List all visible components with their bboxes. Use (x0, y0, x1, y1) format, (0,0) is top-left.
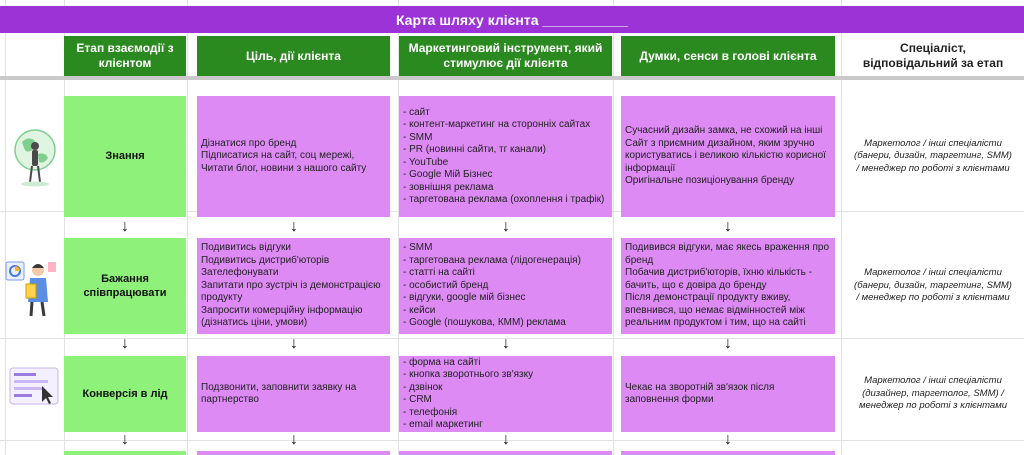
globe-person-illustration (14, 129, 56, 187)
tool-line: - телефонія (403, 406, 458, 418)
thoughts-cell[interactable]: Чекає на зворотній зв'язок після заповне… (621, 356, 835, 432)
down-arrow-icon: ↓ (502, 431, 510, 448)
tool-line: - CRM (403, 394, 432, 405)
grid-line (398, 0, 399, 455)
header-tool[interactable]: Маркетинговий інструмент, який стимулює … (399, 36, 612, 76)
down-arrow-icon: ↓ (290, 335, 298, 352)
conversion-cursor-illustration (9, 367, 59, 405)
tool-line: - кейси (403, 304, 436, 316)
tool-line: - SMM (403, 131, 433, 143)
down-arrow-icon: ↓ (121, 431, 129, 448)
tool-line: - Google Мій Бізнес (403, 169, 493, 180)
specialist-cell[interactable]: Маркетолог / інші спеціалісти (банери, д… (854, 267, 1012, 304)
tool-cell[interactable]: - SMM - таргетована реклама (лідогенерац… (399, 238, 612, 334)
header-specialist[interactable]: Спеціаліст, відповідальний за етап (862, 41, 1004, 70)
goal-line: Подивитись відгуки (201, 242, 291, 254)
goal-line: Подивитись дистриб'юторів (201, 254, 330, 266)
thought-line: Сучасний дизайн замка, не схожий на інші (625, 125, 823, 137)
tool-line: - таргетована реклама (лідогенерація) (403, 254, 581, 266)
thoughts-cell[interactable]: Подивився відгуки, має якесь враження пр… (621, 238, 835, 334)
down-arrow-icon: ↓ (290, 431, 298, 448)
tool-line: - зовнішня реклама (403, 181, 494, 193)
thought-line: Побачив дистриб'юторів, їхню кількість -… (625, 267, 812, 291)
thought-line: Оригінальне позиціонування бренду (625, 175, 795, 187)
header-stage[interactable]: Етап взаємодії з клієнтом (64, 36, 186, 76)
grid-line (5, 0, 6, 455)
tool-line: - кнопка зворотнього зв'язку (403, 369, 534, 380)
goal-cell[interactable]: Дізнатися про бренд Підписатися на сайт,… (197, 96, 390, 217)
tool-line: - контент-маркетинг на сторонніх сайтах (403, 119, 591, 130)
thoughts-cell-partial[interactable] (621, 451, 835, 455)
grid-line (187, 0, 188, 455)
tool-cell[interactable]: - форма на сайті - кнопка зворотнього зв… (399, 356, 612, 432)
header-thoughts[interactable]: Думки, сенси в голові клієнта (621, 36, 835, 76)
specialist-cell[interactable]: Маркетолог / інші спеціалісти (дизайнер,… (858, 375, 1008, 412)
thought-line: Після демонстрації продукту вживу, впевн… (625, 292, 806, 329)
tool-line: - форма на сайті (403, 356, 481, 368)
header-goal[interactable]: Ціль, дії клієнта (197, 36, 390, 76)
stage-cell[interactable]: Бажання співпрацювати (64, 238, 186, 334)
frozen-row-divider (0, 76, 1024, 80)
specialist-cell[interactable]: Маркетолог / інші спеціалісти (банери, д… (854, 137, 1012, 174)
tool-cell-partial[interactable] (399, 451, 612, 455)
tool-line: - SMM (403, 242, 433, 254)
tool-line: - Google (пошукова, КММ) реклама (403, 317, 566, 329)
tool-line: - YouTube (403, 156, 449, 168)
grid-line (0, 440, 1024, 441)
grid-line (613, 0, 614, 455)
grid-line (0, 338, 1024, 339)
tool-line: - дзвінок (403, 381, 443, 393)
thought-line: Подивився відгуки, має якесь враження пр… (625, 242, 830, 266)
down-arrow-icon: ↓ (121, 335, 129, 352)
down-arrow-icon: ↓ (121, 218, 129, 235)
down-arrow-icon: ↓ (502, 335, 510, 352)
goal-cell[interactable]: Подзвонити, заповнити заявку на партнерс… (197, 356, 390, 432)
tool-line: - email маркетинг (403, 419, 483, 430)
tool-line: - особистий бренд (403, 279, 489, 291)
goal-cell[interactable]: Подивитись відгуки Подивитись дистриб'ют… (197, 238, 390, 334)
thought-line: Чекає на зворотній зв'язок після заповне… (625, 381, 775, 406)
down-arrow-icon: ↓ (502, 218, 510, 235)
tool-line: - сайт (403, 106, 430, 118)
tool-line: - PR (новинні сайти, тг канали) (403, 144, 547, 155)
tool-line: - таргетована реклама (охоплення і трафі… (403, 194, 605, 205)
goal-line: Читати блог, новини з нашого сайту (201, 162, 367, 174)
thoughts-cell[interactable]: Сучасний дизайн замка, не схожий на інші… (621, 96, 835, 217)
stage-cell-partial[interactable] (64, 451, 186, 455)
goal-line: Запросити комерційну інформацію (дізнати… (201, 304, 363, 329)
goal-line: Запитати про зустріч із демонстрацією пр… (201, 279, 381, 304)
stage-cell[interactable]: Конверсія в лід (64, 356, 186, 432)
tool-line: - статті на сайті (403, 267, 475, 279)
goal-line: Дізнатися про бренд (201, 137, 297, 149)
down-arrow-icon: ↓ (724, 335, 732, 352)
tool-line: - відгуки, google мій бізнес (403, 292, 526, 304)
goal-line: Подзвонити, заповнити заявку на партнерс… (201, 381, 357, 406)
down-arrow-icon: ↓ (290, 218, 298, 235)
goal-cell-partial[interactable] (197, 451, 390, 455)
down-arrow-icon: ↓ (724, 218, 732, 235)
down-arrow-icon: ↓ (724, 431, 732, 448)
grid-line (64, 0, 65, 455)
stage-cell[interactable]: Знання (64, 96, 186, 217)
thought-line: Сайт з приємним дизайном, яким зручно ко… (625, 137, 826, 174)
grid-line (841, 0, 842, 455)
sheet-title[interactable]: Карта шляху клієнта ___________ (0, 6, 1024, 33)
goal-line: Зателефонувати (201, 267, 279, 279)
person-chart-illustration (5, 261, 56, 317)
goal-line: Підписатися на сайт, соц мережі, (201, 150, 355, 162)
tool-cell[interactable]: - сайт - контент-маркетинг на сторонніх … (399, 96, 612, 217)
